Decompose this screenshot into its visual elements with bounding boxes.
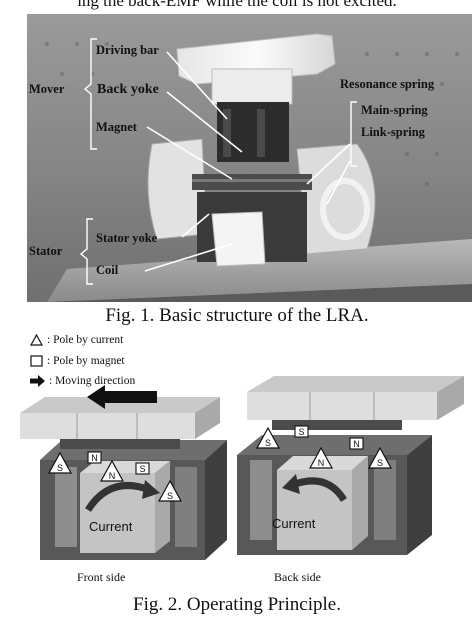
label-braces [79,38,357,285]
back-pole-triangle-2 [308,446,334,469]
back-pole-square-1-text: S [298,427,304,437]
arrow-right-icon [30,375,45,387]
pole-triangle-2-text: N [109,471,116,481]
pole-square-2-text: S [139,464,145,474]
front-pillar-left [55,467,77,547]
back-base-right [407,435,432,555]
pole-triangle-1-text: S [57,463,63,473]
back-pole-triangle-1-text: S [265,438,271,448]
driving-bar-stem [211,68,293,105]
pole-square-2 [135,462,150,475]
legend-pole-magnet: : Pole by magnet [30,355,125,367]
link-spring-ring [320,178,370,240]
back-current-text: Current [272,516,316,531]
back-magnet [272,420,402,430]
label-stator: Stator [29,244,63,258]
label-main-spring: Main-spring [361,103,428,117]
legend-pole-magnet-text: : Pole by magnet [47,355,125,367]
pole-triangle-3-text: S [167,491,173,501]
front-motion-arrow [87,385,157,409]
front-side-diagram: Current S N N S S [20,385,227,560]
pole-triangle-1 [47,451,73,474]
spring-frame-right [296,143,376,255]
triangle-icon [30,334,43,346]
back-pillar-right [374,460,396,540]
back-base-top [237,435,432,455]
label-driving-bar: Driving bar [96,43,159,57]
body-text-cutoff: ing the back-EMF while the coil is not e… [77,0,397,10]
front-current-arrow [85,482,152,512]
back-pole-square-1 [294,425,309,438]
front-bar-side [195,397,220,439]
label-stator-yoke: Stator yoke [96,231,158,245]
label-resonance-spring: Resonance spring [340,77,435,91]
legend-pole-current: : Pole by current [30,334,123,346]
back-side-diagram: Current S S N N S [237,376,464,555]
back-bar-front [247,392,437,420]
back-coil-side [352,456,368,550]
back-yoke-highlight [223,109,231,157]
front-magnet [60,439,180,449]
legend-pole-current-text: : Pole by current [47,334,124,346]
back-current-arrowhead [282,474,300,494]
front-current-text: Current [89,519,133,534]
label-magnet: Magnet [96,120,137,134]
pole-triangle-2 [99,459,125,482]
front-pillar-right [175,467,197,547]
coil-shape [211,211,266,267]
back-pillar-left [250,460,272,540]
label-back-yoke: Back yoke [97,82,159,97]
back-pole-triangle-3 [367,446,393,469]
pole-square-1-text: N [91,453,98,463]
base-plate-edge [47,284,472,302]
square-icon [30,355,43,367]
lra-photograph [27,14,472,302]
back-pole-square-2-text: N [353,439,360,449]
label-mover: Mover [29,82,65,96]
figure1-caption: Fig. 1. Basic structure of the LRA. [105,305,369,326]
label-link-spring: Link-spring [361,125,425,139]
back-pole-triangle-1 [255,426,281,449]
back-current-arrow [290,477,347,502]
label-coil: Coil [96,263,119,277]
front-bar-top [20,397,220,413]
back-pole-triangle-2-text: N [318,458,325,468]
back-pole-triangle-3-text: S [377,458,383,468]
pole-triangle-3 [157,479,183,502]
leader-lines [144,51,351,272]
figure2-caption: Fig. 2. Operating Principle. [133,594,341,615]
pole-square-1 [87,451,102,464]
front-current-arrowhead [142,480,160,499]
back-side-label: Back side [274,570,321,584]
front-coil-side [155,461,170,553]
back-yoke-highlight-2 [257,109,265,157]
front-bar-front [20,413,195,439]
legend-moving-direction-text: : Moving direction [49,375,136,387]
front-base-right [205,440,227,560]
back-bar-top [247,376,464,392]
magnet-highlight [192,179,312,182]
back-bar-side [437,376,464,420]
back-pole-square-2 [349,437,364,450]
base-plate [47,239,472,302]
front-side-label: Front side [77,570,126,584]
legend-moving-direction: : Moving direction [30,375,135,387]
